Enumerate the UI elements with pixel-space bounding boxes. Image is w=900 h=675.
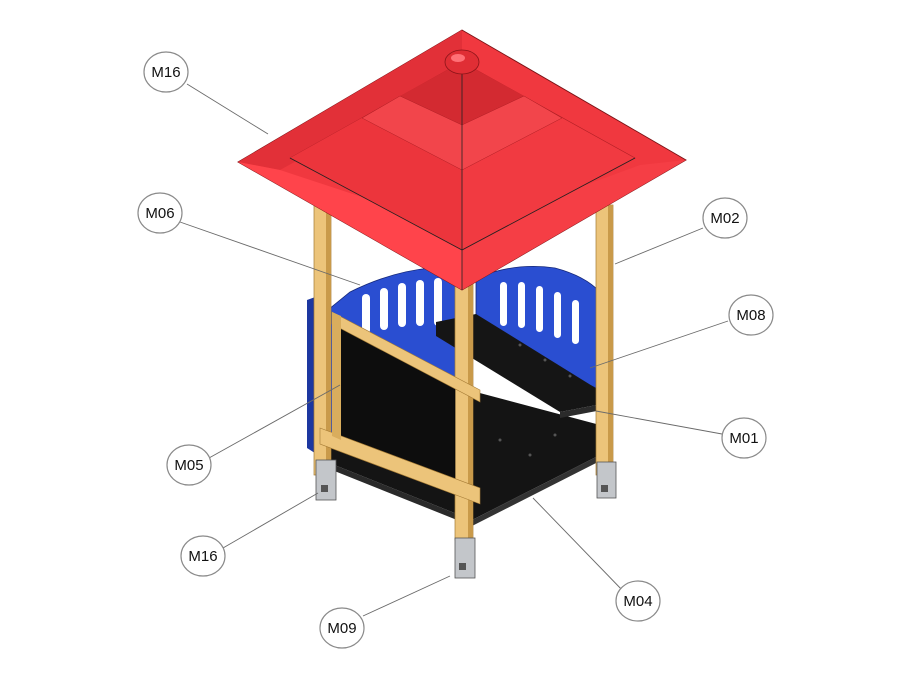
callout-post: M02 xyxy=(702,197,748,239)
callout-bubble xyxy=(319,607,365,649)
callout-bubble xyxy=(615,580,661,622)
posts xyxy=(313,199,614,541)
slot xyxy=(536,286,543,332)
callout-label: M09 xyxy=(327,620,356,637)
roof xyxy=(237,29,687,291)
callout-bubble xyxy=(728,294,774,336)
callout-label: M01 xyxy=(729,430,758,447)
slot xyxy=(572,300,579,344)
post-front-shade xyxy=(468,280,473,540)
bench-front xyxy=(560,404,602,418)
foot-back-left xyxy=(315,459,337,501)
callout-bubble xyxy=(137,192,183,234)
board-side-frame xyxy=(332,312,341,440)
post-back-right-shade xyxy=(608,205,613,475)
roof-finial xyxy=(444,49,480,75)
bolt xyxy=(518,343,522,347)
callout-label: M16 xyxy=(151,64,180,81)
callout-foot-left: M16 xyxy=(180,535,226,577)
roof-ridge-line xyxy=(461,157,636,251)
bolt-dots xyxy=(498,343,572,457)
leader-floor xyxy=(532,497,626,594)
bolt xyxy=(553,433,557,437)
leader-back-panel xyxy=(179,221,361,286)
slot xyxy=(554,292,561,338)
bolt xyxy=(568,374,572,378)
roof-front-left-facet xyxy=(238,162,462,290)
callout-bench: M08 xyxy=(728,294,774,336)
bench-top xyxy=(436,314,602,412)
bench-seat xyxy=(436,314,602,418)
callout-bubble xyxy=(702,197,748,239)
callout-bubble xyxy=(143,51,189,93)
leader-foot-left xyxy=(222,492,319,549)
bolt xyxy=(528,453,532,457)
leader-lines xyxy=(179,83,729,617)
leader-roof-top xyxy=(186,83,269,135)
callout-label: M04 xyxy=(623,593,652,610)
callout-floor: M04 xyxy=(615,580,661,622)
callout-label: M02 xyxy=(710,210,739,227)
callout-label: M05 xyxy=(174,457,203,474)
slot xyxy=(416,280,424,326)
leader-foot-front xyxy=(362,575,451,617)
callout-bubble xyxy=(180,535,226,577)
steel-feet xyxy=(315,459,617,579)
foot-back-right-bolt xyxy=(601,485,608,492)
slot xyxy=(518,282,525,328)
leader-front-board xyxy=(208,384,341,459)
callout-foot-front: M09 xyxy=(319,607,365,649)
foot-back-left-bolt xyxy=(321,485,328,492)
roof-front-right-facet xyxy=(462,160,686,290)
slot xyxy=(362,294,370,334)
slot xyxy=(398,283,406,327)
front-board xyxy=(319,311,481,505)
roof-left-facet xyxy=(238,30,462,170)
foot-back-right xyxy=(596,461,617,499)
leader-post xyxy=(614,227,704,265)
callout-label: M08 xyxy=(736,307,765,324)
roof-ridge-line xyxy=(289,157,463,251)
slot xyxy=(380,288,388,330)
floor-edge-right xyxy=(472,455,600,526)
callout-label: M06 xyxy=(145,205,174,222)
board-bottom-rail xyxy=(319,427,481,505)
foot-front-bolt xyxy=(459,563,466,570)
callout-bubble xyxy=(721,417,767,459)
callout-post-clip: M01 xyxy=(721,417,767,459)
callout-front-board: M05 xyxy=(166,444,212,486)
callout-roof-top: M16 xyxy=(143,51,189,93)
callout-bubble xyxy=(166,444,212,486)
bolt xyxy=(543,358,547,362)
bolt xyxy=(498,438,502,442)
foot-front xyxy=(454,537,476,579)
panel-slots xyxy=(362,278,579,344)
callout-back-panel: M06 xyxy=(137,192,183,234)
floor-edge xyxy=(322,460,472,526)
post-back-left-shade xyxy=(326,200,331,475)
roof-finial-highlight xyxy=(451,54,465,62)
leader-bench xyxy=(589,320,729,369)
slot xyxy=(434,278,442,326)
slot xyxy=(500,282,507,326)
leader-post-clip xyxy=(595,410,723,435)
callout-label: M16 xyxy=(188,548,217,565)
